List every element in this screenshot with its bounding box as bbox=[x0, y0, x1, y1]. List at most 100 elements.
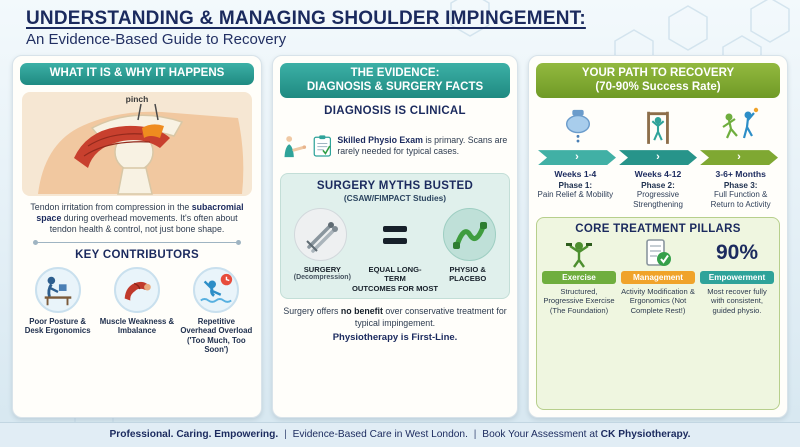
timeline-arrow-2: › bbox=[619, 150, 697, 165]
phases-row: Weeks 1-4 Phase 1: Pain Relief & Mobilit… bbox=[536, 165, 780, 212]
physio-band-icon bbox=[443, 208, 496, 262]
diagnosis-title: DIAGNOSIS IS CLINICAL bbox=[324, 105, 466, 118]
card1-header: WHAT IT IS & WHY IT HAPPENS bbox=[20, 63, 254, 85]
pillar-management: Management Activity Modification & Ergon… bbox=[621, 238, 695, 315]
note-post: over conservative treatment for typical … bbox=[354, 306, 507, 328]
ice-pack-icon bbox=[538, 101, 618, 147]
muscle-weakness-icon bbox=[113, 266, 160, 313]
footer-tagline: Professional. Caring. Empowering. bbox=[109, 429, 279, 440]
page-subtitle: An Evidence-Based Guide to Recovery bbox=[26, 31, 287, 48]
phase-weeks: 3-6+ Months bbox=[715, 169, 766, 180]
key-contributors-row: Poor Posture & Desk Ergonomics Muscle We… bbox=[20, 266, 254, 355]
desc-post: during overhead movements. It's often ab… bbox=[49, 212, 238, 235]
surgery-note: Surgery offers no benefit over conservat… bbox=[282, 306, 508, 329]
card-recovery-path: YOUR PATH TO RECOVERY (70-90% Success Ra… bbox=[528, 55, 788, 418]
phase-weeks: Weeks 4-12 bbox=[634, 169, 682, 180]
pillars-title: CORE TREATMENT PILLARS bbox=[575, 222, 741, 235]
key-contributors-title: KEY CONTRIBUTORS bbox=[75, 248, 199, 261]
surgery-tools-icon bbox=[294, 208, 347, 262]
contributor-label: Repetitive Overhead Overload ('Too Much,… bbox=[180, 316, 253, 355]
gym-frame-icon bbox=[618, 101, 698, 147]
pillars-row: Exercise Structured, Progressive Exercis… bbox=[542, 238, 774, 315]
myths-label-row: SURGERY (Decompression) EQUAL LONG-TERM … bbox=[286, 265, 504, 283]
success-rate-stat: 90% bbox=[716, 238, 758, 268]
outcomes-label: OUTCOMES FOR MOST bbox=[351, 284, 439, 294]
contributor-posture: Poor Posture & Desk Ergonomics bbox=[20, 266, 95, 355]
chevron-right-icon: › bbox=[575, 151, 579, 164]
footer: Professional. Caring. Empowering. | Evid… bbox=[0, 422, 800, 447]
pillar-desc: Activity Modification & Ergonomics (Not … bbox=[621, 286, 695, 315]
card2-header-line2: DIAGNOSIS & SURGERY FACTS bbox=[306, 80, 484, 93]
card3-header-line1: YOUR PATH TO RECOVERY bbox=[581, 67, 735, 79]
divider bbox=[33, 239, 241, 245]
pillar-empowerment: 90% Empowerment Most recover fully with … bbox=[700, 238, 774, 315]
myths-icon-row bbox=[286, 203, 504, 263]
chevron-right-icon: › bbox=[656, 151, 660, 164]
diagnosis-text: Skilled Physio Exam is primary. Scans ar… bbox=[337, 135, 509, 158]
exercise-icon bbox=[564, 238, 594, 268]
phase-desc: Full Function & Return to Activity bbox=[710, 190, 771, 209]
contributor-overload: Repetitive Overhead Overload ('Too Much,… bbox=[179, 266, 254, 355]
contributor-label: Poor Posture & Desk Ergonomics bbox=[24, 316, 91, 336]
note-pre: Surgery offers bbox=[283, 306, 341, 317]
contributor-label: Muscle Weakness & Imbalance bbox=[99, 316, 175, 336]
shoulder-anatomy-icon bbox=[38, 103, 244, 195]
footer-cta: Book Your Assessment at bbox=[482, 429, 598, 440]
card-evidence: THE EVIDENCE: DIAGNOSIS & SURGERY FACTS … bbox=[272, 55, 518, 418]
what-it-is-description: Tendon irritation from compression in th… bbox=[22, 202, 252, 236]
pillar-label: Exercise bbox=[542, 270, 616, 284]
desc-pre: Tendon irritation from compression in th… bbox=[30, 201, 192, 212]
diagnosis-rest: is primary. Scans are rarely needed for … bbox=[337, 134, 508, 157]
note-bold: no benefit bbox=[340, 306, 383, 317]
physio-exam-icon bbox=[284, 136, 307, 158]
header: UNDERSTANDING & MANAGING SHOULDER IMPING… bbox=[0, 0, 800, 50]
equal-label: EQUAL LONG-TERM bbox=[368, 265, 422, 284]
pillar-exercise: Exercise Structured, Progressive Exercis… bbox=[542, 238, 616, 315]
page-title: UNDERSTANDING & MANAGING SHOULDER IMPING… bbox=[26, 8, 586, 29]
timeline-arrow-3: › bbox=[700, 150, 778, 165]
ninety-percent-stat: 90% bbox=[715, 240, 759, 264]
surgery-myths-panel: SURGERY MYTHS BUSTED (CSAW/FIMPACT Studi… bbox=[280, 173, 510, 300]
phase-name: Phase 3: bbox=[723, 181, 758, 191]
core-treatment-pillars-panel: CORE TREATMENT PILLARS Exercise Structur… bbox=[536, 216, 780, 410]
first-line-statement: Physiotherapy is First-Line. bbox=[332, 332, 458, 344]
surgery-label-block: SURGERY (Decompression) bbox=[286, 265, 359, 283]
footer-mid: Evidence-Based Care in West London. bbox=[292, 429, 468, 440]
phase-desc: Progressive Strengthening bbox=[633, 190, 683, 209]
phase-2: Weeks 4-12 Phase 2: Progressive Strength… bbox=[619, 169, 698, 210]
phase-desc: Pain Relief & Mobility bbox=[537, 190, 614, 200]
card-what-it-is: WHAT IT IS & WHY IT HAPPENS pinch Tendon… bbox=[12, 55, 262, 418]
timeline-arrow-1: › bbox=[538, 150, 616, 165]
pillar-desc: Most recover fully with consistent, guid… bbox=[707, 286, 767, 315]
poor-posture-icon bbox=[34, 266, 81, 313]
chevron-right-icon: › bbox=[737, 151, 741, 164]
physio-label: PHYSIO & PLACEBO bbox=[449, 265, 487, 284]
desc-bold-term: subacromial space bbox=[36, 201, 244, 223]
timeline-arrows: › › › bbox=[536, 147, 780, 165]
footer-separator: | bbox=[284, 429, 287, 440]
diagnosis-row: Skilled Physio Exam is primary. Scans ar… bbox=[281, 125, 509, 167]
equal-label-block: EQUAL LONG-TERM bbox=[359, 265, 432, 283]
phase-3: 3-6+ Months Phase 3: Full Function & Ret… bbox=[701, 169, 780, 210]
shoulder-anatomy-figure: pinch bbox=[22, 91, 252, 196]
card2-header-line1: THE EVIDENCE: bbox=[350, 67, 440, 79]
surgery-sublabel: (Decompression) bbox=[293, 274, 351, 282]
myths-subtitle: (CSAW/FIMPACT Studies) bbox=[343, 193, 447, 204]
pinch-label: pinch bbox=[125, 93, 149, 104]
card3-header-line2: (70-90% Success Rate) bbox=[595, 80, 721, 93]
phase-weeks: Weeks 1-4 bbox=[554, 169, 597, 180]
content-columns: WHAT IT IS & WHY IT HAPPENS pinch Tendon… bbox=[0, 50, 800, 422]
phase-1: Weeks 1-4 Phase 1: Pain Relief & Mobilit… bbox=[536, 169, 615, 210]
timeline-icons-row bbox=[536, 98, 780, 147]
pillar-label: Empowerment bbox=[700, 270, 774, 284]
contributor-muscle: Muscle Weakness & Imbalance bbox=[99, 266, 175, 355]
diagnosis-bold: Skilled Physio Exam bbox=[337, 134, 423, 145]
footer-brand: CK Physiotherapy. bbox=[600, 429, 691, 440]
myths-title: SURGERY MYTHS BUSTED bbox=[316, 180, 474, 193]
phase-name: Phase 2: bbox=[641, 181, 675, 191]
physio-label-block: PHYSIO & PLACEBO bbox=[431, 265, 504, 283]
card2-header: THE EVIDENCE: DIAGNOSIS & SURGERY FACTS bbox=[280, 63, 510, 99]
management-checklist-icon bbox=[643, 238, 673, 268]
pillar-label: Management bbox=[621, 270, 695, 284]
